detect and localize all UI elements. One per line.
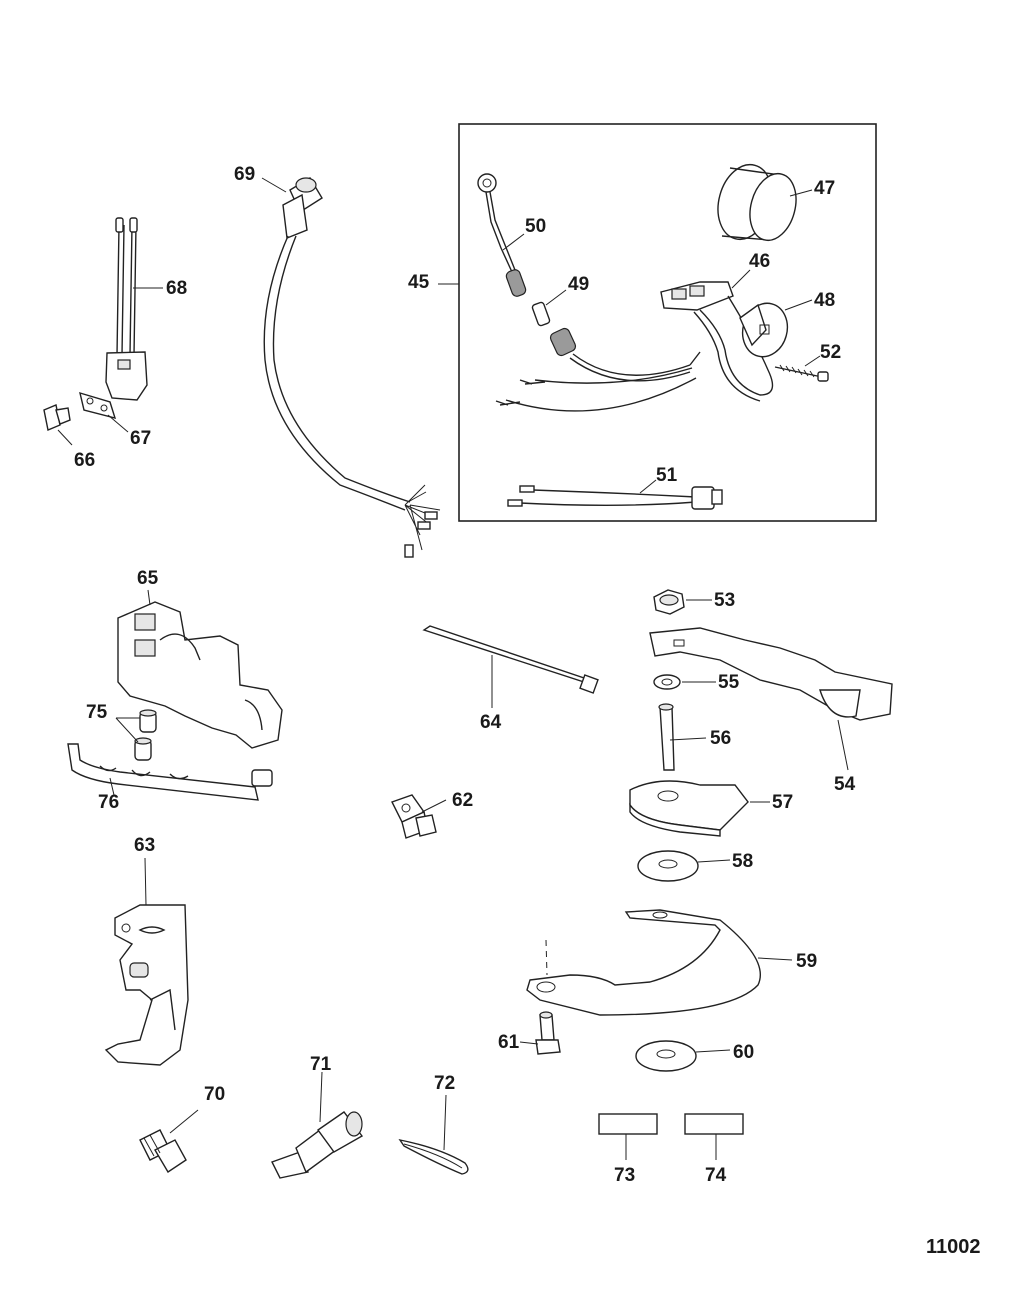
label-61: 61 [498, 1032, 520, 1053]
part-62-fitting: 62 [391, 790, 473, 839]
label-54: 54 [834, 774, 856, 795]
label-67: 67 [130, 428, 151, 449]
label-75: 75 [86, 702, 108, 723]
label-62: 62 [452, 790, 473, 811]
part-51-lead: 51 [507, 465, 723, 510]
part-66-bolt: 66 [43, 404, 95, 471]
decal-rectangle [684, 1113, 744, 1135]
part-64-cable-tie: 64 [422, 625, 599, 733]
label-59: 59 [796, 951, 817, 972]
label-48: 48 [814, 290, 835, 311]
part-48-back-cover: 48 [739, 290, 835, 358]
label-56: 56 [710, 728, 731, 749]
label-65: 65 [137, 568, 159, 589]
part-65-bracket: 65 [117, 568, 283, 749]
part-67-gasket: 67 [79, 391, 151, 449]
label-58: 58 [732, 851, 753, 872]
part-56-pin: 56 [658, 703, 731, 771]
label-66: 66 [74, 450, 95, 471]
label-70: 70 [204, 1084, 225, 1105]
label-71: 71 [310, 1054, 332, 1075]
part-74-decal: 74 [684, 1113, 744, 1186]
label-46: 46 [749, 251, 770, 272]
part-60-washer: 60 [635, 1040, 754, 1072]
part-70-grease-fitting: 70 [139, 1084, 225, 1173]
part-50-ground-lead: 50 [477, 173, 546, 297]
label-74: 74 [705, 1165, 727, 1186]
part-75-bushings: 75 [86, 702, 157, 761]
label-47: 47 [814, 178, 835, 199]
part-55-washer: 55 [653, 672, 740, 693]
label-45: 45 [408, 272, 430, 293]
label-69: 69 [234, 164, 255, 185]
part-53-nut: 53 [653, 589, 735, 615]
label-72: 72 [434, 1073, 455, 1094]
part-49-fuse: 49 [531, 274, 589, 327]
kit-45-group: 45 [408, 123, 877, 522]
part-59-arc-bracket: 59 [526, 909, 817, 1016]
kit-frame [458, 123, 877, 522]
part-63-plate: 63 [104, 835, 189, 1066]
part-68-sensor: 68 [105, 217, 187, 401]
part-69-harness: 69 [234, 164, 441, 558]
part-46-gauge-bracket: 46 [495, 251, 774, 412]
part-57-cam: 57 [629, 780, 793, 837]
label-50: 50 [525, 216, 546, 237]
figure-id: 11002 [926, 1236, 981, 1258]
label-68: 68 [166, 278, 187, 299]
part-52-screw: 52 [774, 342, 841, 382]
part-58-washer: 58 [637, 850, 753, 882]
label-64: 64 [480, 712, 502, 733]
part-72-cotter-pin: 72 [398, 1073, 469, 1175]
decal-rectangle [598, 1113, 658, 1135]
part-76-link-rod: 76 [67, 743, 273, 813]
label-53: 53 [714, 590, 735, 611]
label-63: 63 [134, 835, 155, 856]
part-47-gauge-ring: 47 [717, 163, 835, 242]
label-60: 60 [733, 1042, 754, 1063]
label-55: 55 [718, 672, 740, 693]
part-71-bushing: 71 [271, 1054, 364, 1179]
label-52: 52 [820, 342, 841, 363]
part-61-bolt: 61 [498, 1011, 561, 1055]
label-57: 57 [772, 792, 793, 813]
label-49: 49 [568, 274, 589, 295]
part-54-lever: 54 [649, 627, 893, 795]
label-73: 73 [614, 1165, 635, 1186]
label-76: 76 [98, 792, 119, 813]
label-51: 51 [656, 465, 678, 486]
part-73-decal: 73 [598, 1113, 658, 1186]
